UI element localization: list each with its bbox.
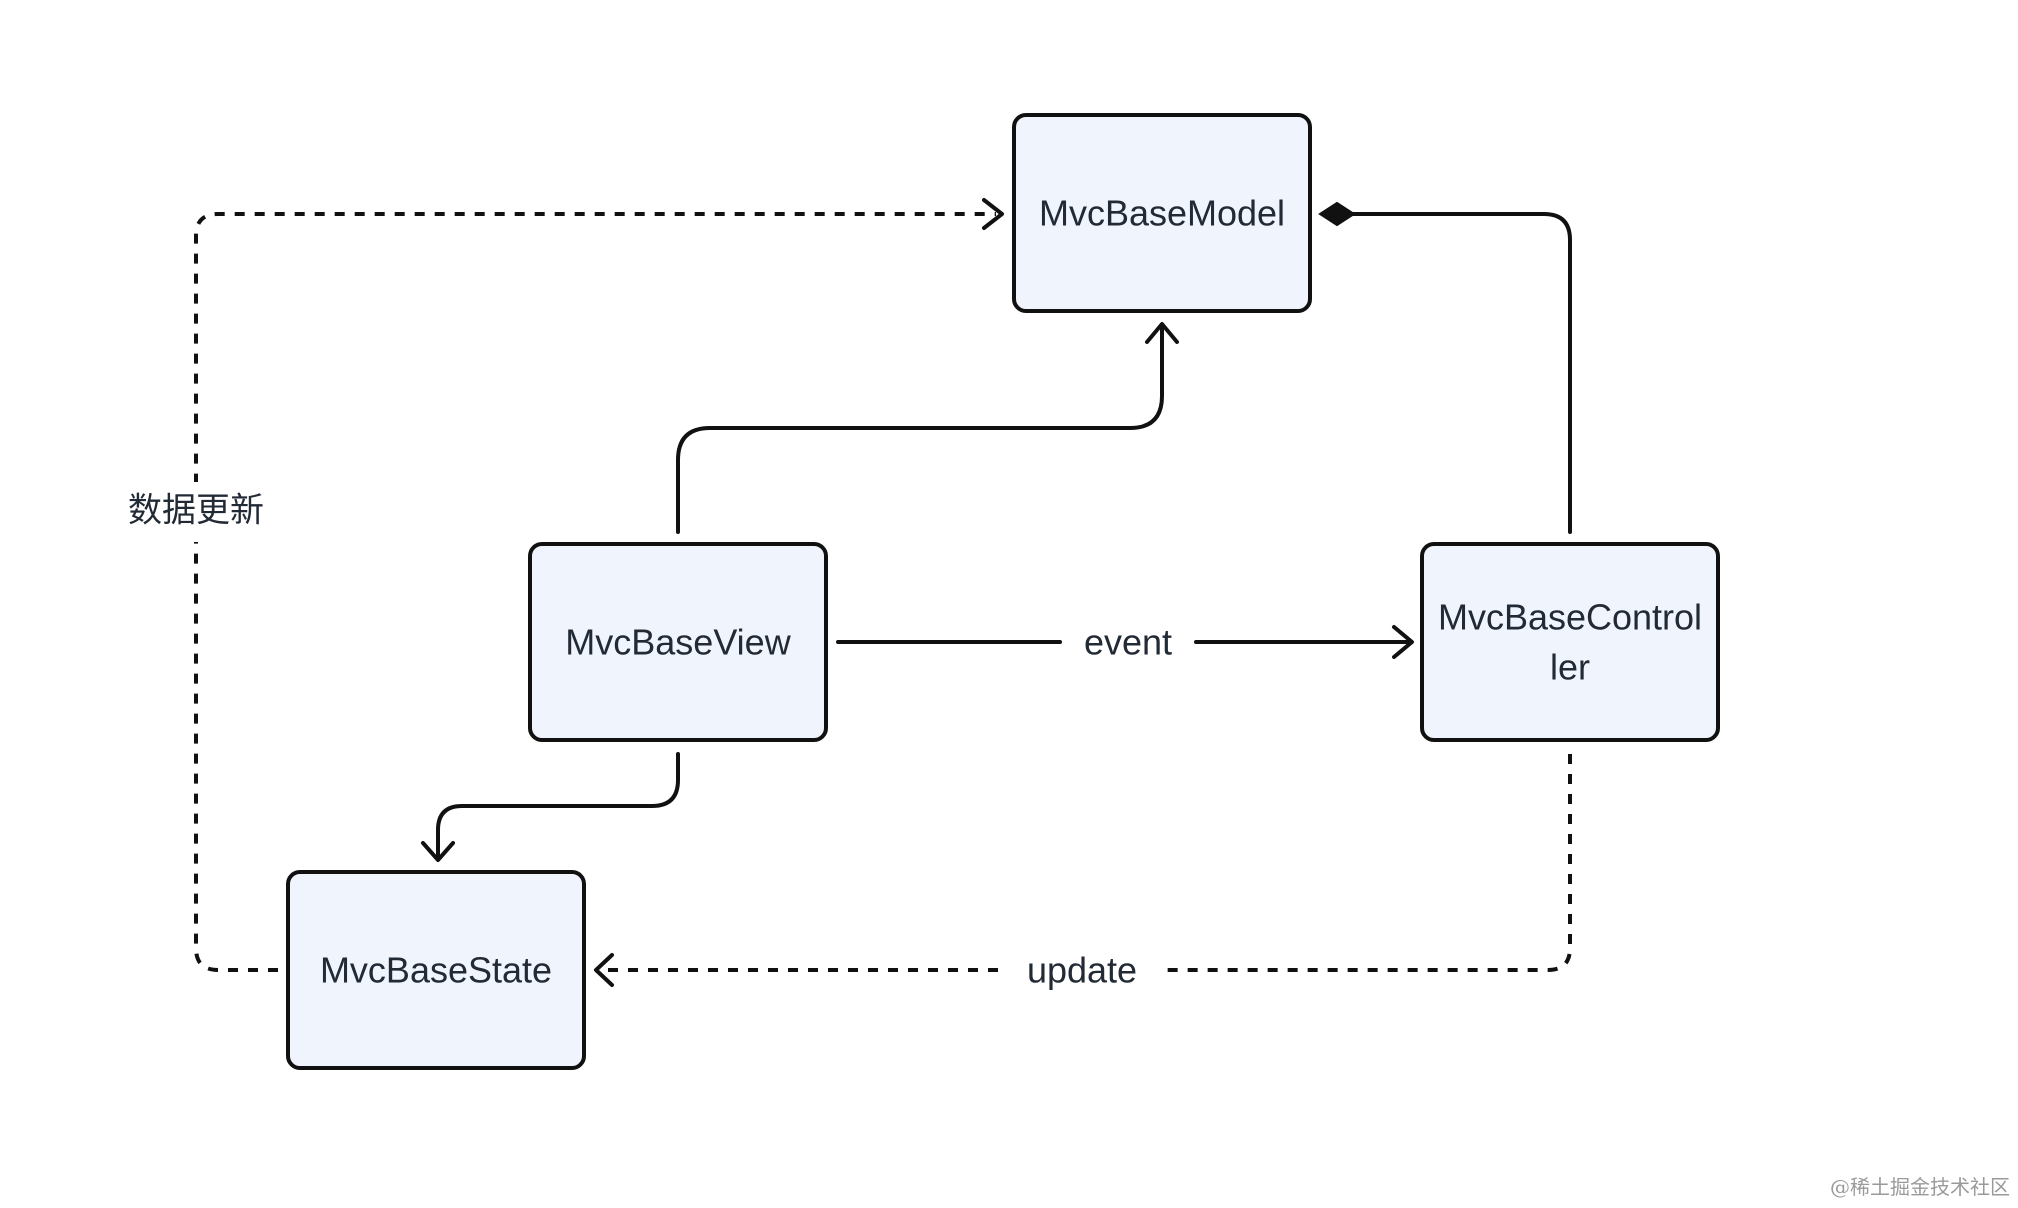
node-mvc-base-state: MvcBaseState <box>286 870 586 1070</box>
node-mvc-base-view: MvcBaseView <box>528 542 828 742</box>
edge-label-data-update: 数据更新 <box>128 491 264 531</box>
edge-label-event: event <box>1084 622 1172 663</box>
composition-diamond-icon <box>1318 201 1356 227</box>
edge-view-to-controller <box>836 625 1414 659</box>
edge-view-to-state <box>421 752 680 862</box>
node-label-controller-line1: MvcBaseControl <box>1438 597 1702 638</box>
edge-controller-to-state <box>594 754 1572 987</box>
edge-label-bg <box>118 482 274 542</box>
node-mvc-base-model: MvcBaseModel <box>1012 113 1312 313</box>
node-label-state: MvcBaseState <box>320 950 552 991</box>
watermark: @稀土掘金技术社区 <box>1830 1175 2010 1199</box>
edge-state-to-model <box>194 198 1004 972</box>
edge-label-update: update <box>1027 950 1137 991</box>
node-label-view: MvcBaseView <box>565 622 791 663</box>
node-label-controller-line2: ler <box>1550 647 1590 688</box>
node-label-model: MvcBaseModel <box>1039 193 1285 234</box>
edge-view-to-model <box>676 322 1179 534</box>
node-mvc-base-controller: MvcBaseControl ler <box>1420 542 1720 742</box>
edge-controller-to-model <box>1318 201 1572 534</box>
